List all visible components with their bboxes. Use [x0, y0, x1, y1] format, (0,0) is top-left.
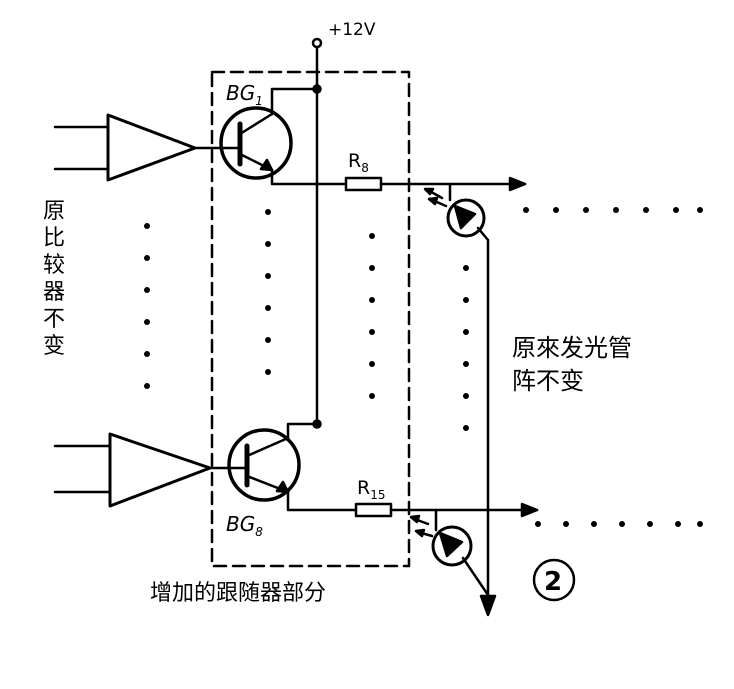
ground-arrow — [479, 594, 497, 617]
transistor-bg8-label: BG8 — [226, 512, 263, 539]
supply-label: +12V — [328, 20, 376, 40]
figure-number: 2 — [532, 558, 576, 602]
output-arrow-top — [508, 176, 527, 192]
dots-comparator-column — [144, 223, 150, 389]
led-bottom — [409, 508, 490, 597]
dots-resistor-column — [369, 233, 375, 399]
comparator-top — [53, 113, 242, 182]
transistor-bg8 — [227, 422, 358, 512]
led-top — [423, 182, 490, 597]
comparator-bottom — [53, 432, 249, 508]
svg-text:变: 变 — [43, 334, 65, 359]
dots-transistor-column — [265, 209, 271, 375]
follower-section-caption: 增加的跟随器部分 — [150, 581, 326, 606]
dots-row-bottom — [535, 521, 703, 527]
follower-section-box — [210, 70, 411, 568]
dots-led-column — [463, 265, 469, 431]
output-arrow-bottom — [520, 502, 539, 518]
led-array-note-line2: 阵不变 — [512, 367, 584, 395]
led-array-note-line1: 原來发光管 — [512, 334, 632, 362]
resistor-r8 — [344, 176, 383, 192]
svg-text:不: 不 — [43, 307, 65, 332]
transistor-bg1-label: BG1 — [226, 81, 263, 108]
transistor-bg1 — [219, 87, 348, 186]
svg-text:较: 较 — [43, 253, 65, 278]
svg-text:2: 2 — [544, 567, 562, 597]
junction-top — [312, 84, 322, 94]
svg-text:原: 原 — [43, 199, 65, 224]
dots-row-top — [523, 207, 703, 213]
comparator-note: 原 比 较 器 不 变 — [43, 199, 65, 359]
svg-text:比: 比 — [43, 226, 65, 251]
resistor-r8-label: R8 — [348, 150, 369, 175]
svg-text:器: 器 — [43, 280, 65, 305]
resistor-r15 — [354, 502, 393, 518]
junction-bottom — [312, 419, 322, 429]
resistor-r15-label: R15 — [357, 477, 385, 502]
